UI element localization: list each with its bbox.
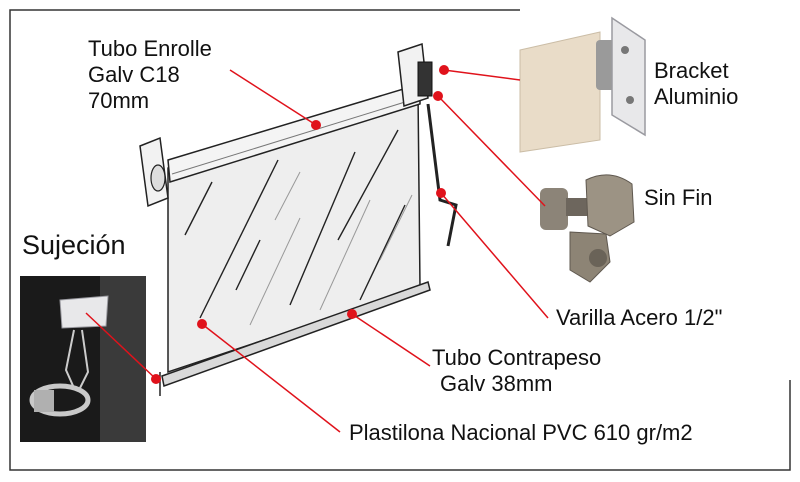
pointer-bracket bbox=[439, 65, 521, 81]
pointer-varilla-dot bbox=[436, 188, 446, 198]
frame-border bbox=[9, 9, 791, 471]
pointer-varilla bbox=[436, 188, 549, 319]
pointer-sin-fin-dot bbox=[433, 91, 443, 101]
pointer-tubo-enrolle-line bbox=[229, 69, 317, 126]
pointer-sujecion bbox=[85, 312, 161, 384]
pointer-sin-fin bbox=[433, 91, 546, 207]
label-tubo-enrolle-line-1: Tubo Enrolle bbox=[88, 36, 212, 61]
pointer-plastilona bbox=[197, 319, 341, 433]
label-contrapeso-line-1: Tubo Contrapeso bbox=[432, 345, 602, 370]
curtain-illustration bbox=[139, 42, 458, 396]
label-tubo-enrolle-line-3: 70mm bbox=[88, 88, 150, 113]
label-tubo-enrolle: Tubo Enrolle Galv C18 70mm bbox=[88, 36, 212, 114]
pointer-varilla-line bbox=[440, 192, 549, 319]
label-contrapeso-line-2: Galv 38mm bbox=[440, 371, 553, 396]
label-sin-fin: Sin Fin bbox=[644, 185, 713, 210]
pointer-bracket-dot bbox=[439, 65, 449, 75]
counterweight-tube-shape bbox=[161, 281, 431, 388]
pointer-sujecion-dot bbox=[151, 374, 161, 384]
label-sujecion: Sujeción bbox=[22, 230, 126, 260]
curtain-reflections bbox=[184, 129, 406, 319]
sujecion-photo bbox=[20, 276, 146, 442]
pointer-lines bbox=[85, 65, 549, 433]
operating-rod-shape bbox=[426, 103, 458, 247]
label-bracket-line-1: Bracket bbox=[654, 58, 729, 83]
curtain-reflections-light bbox=[249, 171, 413, 326]
pointer-sujecion-line bbox=[85, 312, 157, 380]
label-varilla: Varilla Acero 1/2" bbox=[556, 305, 723, 330]
sin-fin-photo bbox=[540, 174, 635, 283]
pointer-contrapeso bbox=[347, 309, 431, 367]
pointer-bracket-line bbox=[443, 69, 521, 81]
pointer-tubo-enrolle bbox=[229, 69, 321, 130]
pointer-tubo-enrolle-dot bbox=[311, 120, 321, 130]
label-tubo-enrolle-line-2: Galv C18 bbox=[88, 62, 180, 87]
pointer-plastilona-line bbox=[201, 323, 341, 433]
bracket-photo bbox=[519, 16, 646, 153]
pointer-sin-fin-line bbox=[437, 95, 546, 207]
pointer-contrapeso-line bbox=[351, 313, 431, 367]
label-bracket-line-2: Aluminio bbox=[654, 84, 739, 109]
pointer-contrapeso-dot bbox=[347, 309, 357, 319]
roll-tube-seam bbox=[171, 97, 419, 175]
label-contrapeso: Tubo Contrapeso Galv 38mm bbox=[432, 345, 601, 397]
label-plastilona: Plastilona Nacional PVC 610 gr/m2 bbox=[349, 420, 693, 445]
label-bracket: Bracket Aluminio bbox=[654, 58, 738, 110]
pointer-plastilona-dot bbox=[197, 319, 207, 329]
roll-tube-shape bbox=[167, 82, 421, 183]
